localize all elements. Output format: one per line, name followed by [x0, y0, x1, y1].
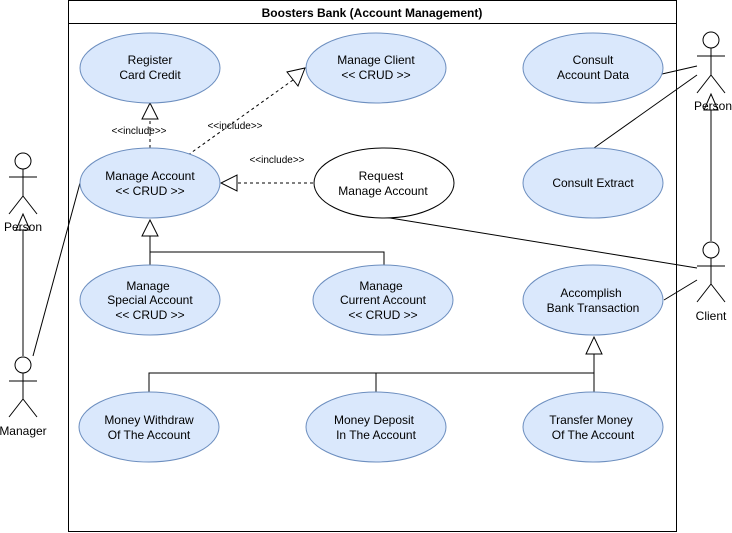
assoc-person-consult-extract	[593, 74, 698, 149]
include-label-manage-client: <<include>>	[207, 121, 262, 132]
usecase-label: Account Data	[557, 68, 629, 82]
generalization-bank-transaction	[148, 335, 603, 392]
usecase-label: Request	[359, 169, 404, 183]
diagram-title: Boosters Bank (Account Management)	[262, 6, 483, 20]
usecase-consult-account-data[interactable]: Consult Account Data	[522, 32, 664, 104]
usecase-transfer-money[interactable]: Transfer Money Of The Account	[522, 391, 664, 463]
usecase-label: Manage Account	[105, 169, 195, 183]
usecase-label: << CRUD >>	[115, 184, 184, 198]
usecase-register-card-credit[interactable]: Register Card Credit	[79, 32, 221, 104]
usecase-label: Card Credit	[119, 68, 181, 82]
assoc-client-request-manage-account	[383, 216, 698, 269]
usecase-label: Manage	[126, 279, 170, 293]
usecase-label: Special Account	[107, 293, 193, 307]
include-label-register: <<include>>	[111, 126, 166, 137]
usecase-label: Of The Account	[108, 428, 191, 442]
usecase-accomplish-bank-transaction[interactable]: Accomplish Bank Transaction	[522, 264, 664, 336]
usecase-label: << CRUD >>	[115, 308, 184, 322]
actor-label-person-right: Person	[694, 99, 732, 113]
usecase-manage-client[interactable]: Manage Client << CRUD >>	[305, 32, 447, 104]
actor-label-manager: Manager	[0, 424, 47, 438]
include-request-manage-account	[219, 174, 313, 192]
actor-person-right[interactable]	[696, 31, 726, 94]
usecase-money-deposit[interactable]: Money Deposit In The Account	[305, 391, 447, 463]
usecase-label: Accomplish	[560, 286, 621, 300]
usecase-manage-special-account[interactable]: Manage Special Account << CRUD >>	[79, 264, 221, 336]
usecase-label: Register	[128, 53, 173, 67]
usecase-money-withdraw[interactable]: Money Withdraw Of The Account	[78, 391, 220, 463]
usecase-label: In The Account	[336, 428, 417, 442]
include-manage-client	[187, 67, 306, 156]
include-label-request: <<include>>	[249, 155, 304, 166]
usecase-manage-account[interactable]: Manage Account << CRUD >>	[79, 147, 221, 219]
usecase-label: Consult Extract	[552, 176, 634, 190]
generalization-manager-person	[15, 212, 31, 356]
usecase-label: Bank Transaction	[547, 301, 640, 315]
usecase-label: << CRUD >>	[348, 308, 417, 322]
actor-client[interactable]	[696, 241, 726, 303]
assoc-client-bank-transaction	[663, 279, 698, 301]
include-register-card-credit	[141, 101, 159, 148]
usecase-label: Money Deposit	[334, 413, 415, 427]
actor-person-left[interactable]	[8, 152, 38, 215]
usecase-label: << CRUD >>	[341, 68, 410, 82]
actor-manager[interactable]	[8, 356, 38, 418]
usecase-consult-extract[interactable]: Consult Extract	[522, 147, 664, 219]
assoc-manager-manage-account	[32, 182, 81, 357]
generalization-manage-account	[141, 218, 385, 265]
usecase-label: Manage Account	[338, 184, 428, 198]
usecase-label: Manage	[359, 279, 403, 293]
usecase-label: Manage Client	[337, 53, 415, 67]
generalization-client-person	[703, 92, 719, 241]
actor-label-client: Client	[696, 309, 727, 323]
assoc-person-consult-account-data	[661, 65, 698, 75]
usecase-label: Money Withdraw	[104, 413, 194, 427]
actor-label-person-left: Person	[4, 220, 42, 234]
usecase-label: Of The Account	[552, 428, 635, 442]
usecase-label: Current Account	[340, 293, 427, 307]
usecase-label: Transfer Money	[549, 413, 633, 427]
associations	[32, 65, 698, 357]
usecase-manage-current-account[interactable]: Manage Current Account << CRUD >>	[312, 264, 454, 336]
usecase-request-manage-account[interactable]: Request Manage Account	[313, 147, 455, 219]
usecase-label: Consult	[573, 53, 614, 67]
